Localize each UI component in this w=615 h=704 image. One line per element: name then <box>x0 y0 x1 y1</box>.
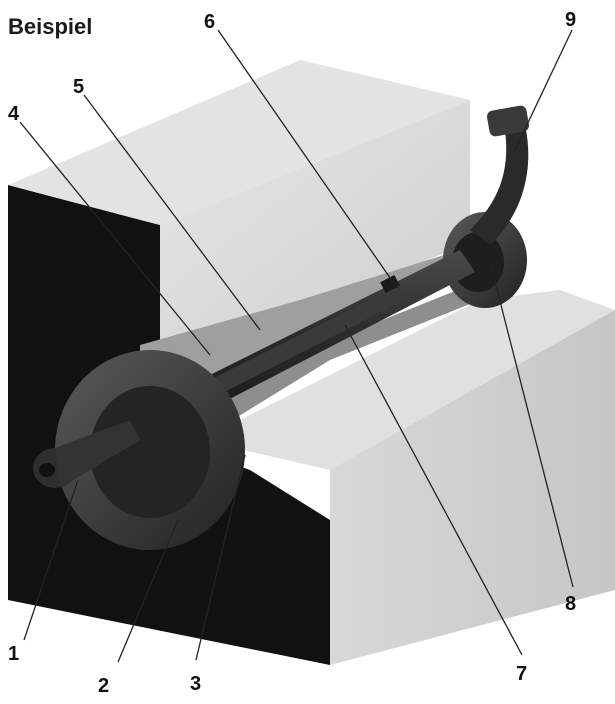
wall-lower-top <box>200 290 615 470</box>
example-title: Beispiel <box>8 14 93 39</box>
leader-6 <box>217 29 396 286</box>
leader-4 <box>19 121 211 356</box>
callout-4: 4 <box>8 103 20 125</box>
callout-5: 5 <box>73 76 84 98</box>
callout-2: 2 <box>98 675 109 697</box>
callout-6: 6 <box>204 11 215 33</box>
leader-2 <box>117 519 179 663</box>
leader-5 <box>83 94 261 331</box>
callout-9: 9 <box>565 9 576 31</box>
leader-8 <box>489 261 574 588</box>
wall-upper-top <box>8 60 470 225</box>
leader-lines <box>19 29 574 663</box>
callout-1: 1 <box>8 643 19 665</box>
wall-dark-face <box>8 185 330 665</box>
leader-9 <box>514 29 573 151</box>
callout-7: 7 <box>516 663 527 685</box>
corrugated-hose <box>470 125 529 245</box>
callout-3: 3 <box>190 673 201 695</box>
leader-1 <box>23 479 79 641</box>
leader-3 <box>195 454 246 661</box>
wall-upper-front <box>160 100 470 345</box>
callout-8: 8 <box>565 593 576 615</box>
wall-lower-front <box>330 310 615 665</box>
leader-7 <box>344 324 523 656</box>
pipe-marker <box>380 275 400 293</box>
